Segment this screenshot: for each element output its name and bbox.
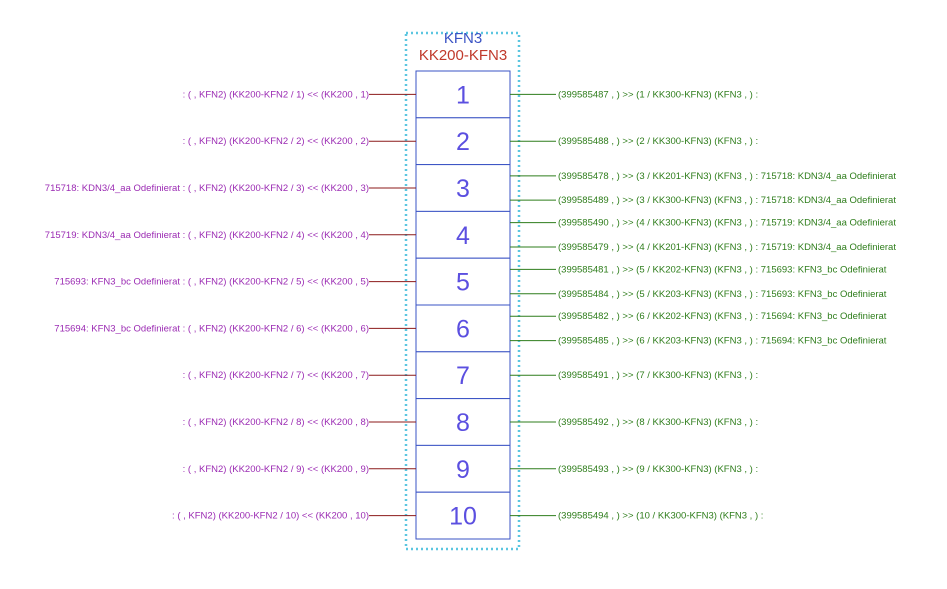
terminal-number: 7 <box>456 362 470 390</box>
left-connection-label: 715719: KDN3/4_aa Odefinierat : ( , KFN2… <box>45 230 369 241</box>
right-connection-label: (399585482 , ) >> (6 / KK202-KFN3) (KFN3… <box>558 311 887 322</box>
terminal-cell <box>415 164 511 212</box>
terminal-number: 3 <box>456 175 470 203</box>
right-connection-label: (399585494 , ) >> (10 / KK300-KFN3) (KFN… <box>558 511 763 522</box>
right-connection-label: (399585493 , ) >> (9 / KK300-KFN3) (KFN3… <box>558 464 758 475</box>
terminal-cell <box>415 491 511 540</box>
right-connection-label: (399585478 , ) >> (3 / KK201-KFN3) (KFN3… <box>558 171 896 182</box>
left-connection-label: 715694: KFN3_bc Odefinierat : ( , KFN2) … <box>54 323 369 334</box>
left-connection-label: 715693: KFN3_bc Odefinierat : ( , KFN2) … <box>54 277 369 288</box>
terminal-number: 4 <box>456 222 470 250</box>
terminal-cell <box>415 398 511 446</box>
frame-border <box>404 31 521 551</box>
left-connection-label: : ( , KFN2) (KK200-KFN2 / 7) << (KK200 ,… <box>183 370 369 381</box>
terminal-number: 2 <box>456 128 470 156</box>
right-connection-label: (399585490 , ) >> (4 / KK300-KFN3) (KFN3… <box>558 218 896 229</box>
right-connection-label: (399585487 , ) >> (1 / KK300-KFN3) (KFN3… <box>558 89 758 100</box>
left-connection-label: : ( , KFN2) (KK200-KFN2 / 1) << (KK200 ,… <box>183 89 369 100</box>
terminal-rows: 1 : ( , KFN2) (KK200-KFN2 / 1) << (KK200 … <box>45 70 896 540</box>
left-connection-label: : ( , KFN2) (KK200-KFN2 / 8) << (KK200 ,… <box>183 417 369 428</box>
terminal-number: 8 <box>456 409 470 437</box>
terminal-number: 10 <box>449 503 477 531</box>
right-connection-label: (399585485 , ) >> (6 / KK203-KFN3) (KFN3… <box>558 336 887 347</box>
right-connection-label: (399585484 , ) >> (5 / KK203-KFN3) (KFN3… <box>558 289 887 300</box>
right-connection-label: (399585488 , ) >> (2 / KK300-KFN3) (KFN3… <box>558 136 758 147</box>
terminal-cell <box>415 257 511 306</box>
left-connection-label: : ( , KFN2) (KK200-KFN2 / 10) << (KK200 … <box>172 511 369 522</box>
right-connection-label: (399585481 , ) >> (5 / KK202-KFN3) (KFN3… <box>558 264 887 275</box>
left-connection-label: : ( , KFN2) (KK200-KFN2 / 9) << (KK200 ,… <box>183 464 369 475</box>
right-connection-label: (399585492 , ) >> (8 / KK300-KFN3) (KFN3… <box>558 417 758 428</box>
terminal-number: 6 <box>456 315 470 343</box>
right-connection-label: (399585491 , ) >> (7 / KK300-KFN3) (KFN3… <box>558 370 758 381</box>
right-connection-label: (399585489 , ) >> (3 / KK300-KFN3) (KFN3… <box>558 195 896 206</box>
terminal-number: 5 <box>456 269 470 297</box>
left-connection-label: : ( , KFN2) (KK200-KFN2 / 2) << (KK200 ,… <box>183 136 369 147</box>
block-subtitle: KK200-KFN3 <box>419 47 507 64</box>
left-connection-label: 715718: KDN3/4_aa Odefinierat : ( , KFN2… <box>45 183 369 194</box>
terminal-number: 9 <box>456 456 470 484</box>
block-title: KFN3 <box>444 30 482 47</box>
terminal-number: 1 <box>456 81 470 109</box>
terminal-cell <box>415 304 511 353</box>
right-connection-label: (399585479 , ) >> (4 / KK201-KFN3) (KFN3… <box>558 242 896 253</box>
